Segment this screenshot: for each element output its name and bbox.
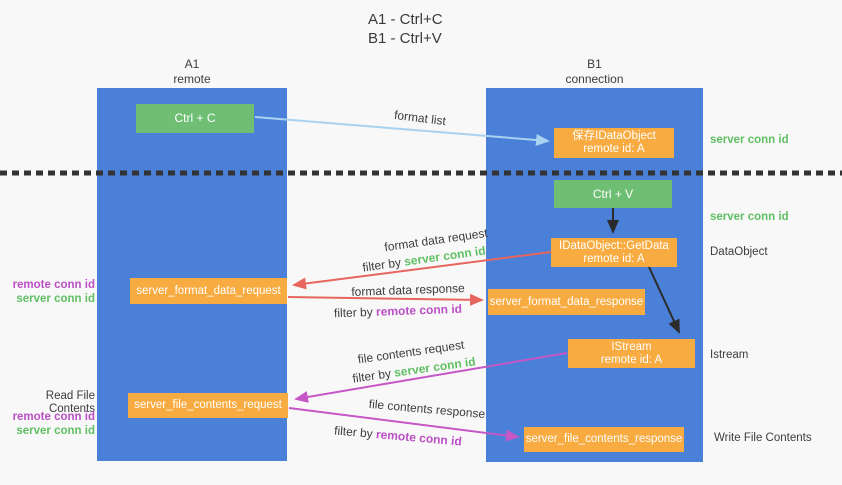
node-server-format-data-response-label: server_format_data_response: [489, 295, 644, 308]
filter-by-text: filter by: [333, 304, 373, 321]
label-server-conn-id-top: server conn id: [710, 134, 789, 146]
title-line-2: B1 - Ctrl+V: [368, 30, 442, 47]
filter-by-remote-conn-id: remote conn id: [375, 427, 463, 449]
lane-b1-header: B1 connection: [486, 57, 703, 87]
node-istream-line2: remote id: A: [600, 353, 663, 366]
node-server-file-contents-response: server_file_contents_response: [524, 427, 684, 452]
node-getdata-line1: IDataObject::GetData: [559, 239, 669, 252]
node-server-file-contents-request-label: server_file_contents_request: [134, 399, 282, 411]
label-dataobject: DataObject: [710, 246, 768, 258]
node-server-format-data-response: server_format_data_response: [488, 289, 645, 315]
node-server-format-data-request: server_format_data_request: [130, 278, 287, 304]
title-line-1: A1 - Ctrl+C: [368, 11, 443, 28]
node-save-dataobject: 保存IDataObject remote id: A: [554, 128, 674, 158]
node-save-dataobject-line2: remote id: A: [583, 143, 645, 155]
label-remote-conn-id-file: remote conn id: [12, 411, 95, 423]
lane-a1-title: A1: [184, 57, 200, 71]
flow-label-format-list: format list: [393, 107, 447, 129]
flow-label-filter-by-remote-2: filter by remote conn id: [334, 423, 463, 448]
node-ctrl-v: Ctrl + V: [554, 180, 672, 208]
node-server-format-data-request-label: server_format_data_request: [136, 284, 281, 297]
flow-label-format-data-response: format data response: [351, 281, 465, 299]
node-istream-line1: IStream: [611, 340, 652, 353]
node-ctrl-c-label: Ctrl + C: [174, 111, 216, 125]
lane-a1-header: A1 remote: [97, 57, 287, 87]
node-getdata-line2: remote id: A: [583, 252, 645, 265]
filter-by-text: filter by: [333, 423, 374, 441]
node-istream: IStream remote id: A: [568, 339, 695, 368]
label-write-file-contents: Write File Contents: [714, 432, 812, 444]
label-server-conn-id-mid: server conn id: [710, 211, 789, 223]
flow-label-file-contents-response: file contents response: [368, 396, 486, 422]
label-server-conn-id-file: server conn id: [16, 425, 95, 437]
filter-by-text: filter by: [351, 366, 392, 386]
filter-by-remote-conn-id: remote conn id: [375, 301, 463, 319]
label-istream: Istream: [710, 349, 749, 361]
diagram-title: A1 - Ctrl+C B1 - Ctrl+V: [368, 10, 443, 48]
flow-label-filter-by-remote-1: filter by remote conn id: [334, 302, 462, 320]
node-save-dataobject-line1: 保存IDataObject: [572, 130, 656, 142]
filter-by-text: filter by: [361, 255, 402, 275]
node-getdata: IDataObject::GetData remote id: A: [551, 238, 677, 267]
node-ctrl-v-label: Ctrl + V: [592, 186, 634, 201]
label-server-conn-id-format: server conn id: [16, 293, 95, 305]
label-read-file-contents: Read File Contents: [45, 390, 95, 415]
node-server-file-contents-response-label: server_file_contents_response: [525, 433, 683, 445]
lane-a1-subtitle: remote: [173, 72, 211, 86]
lane-b1-subtitle: connection: [565, 72, 624, 86]
lane-b1-title: B1: [587, 57, 602, 71]
node-ctrl-c: Ctrl + C: [136, 104, 254, 133]
node-server-file-contents-request: server_file_contents_request: [128, 393, 288, 418]
label-remote-conn-id-format: remote conn id: [12, 279, 95, 291]
